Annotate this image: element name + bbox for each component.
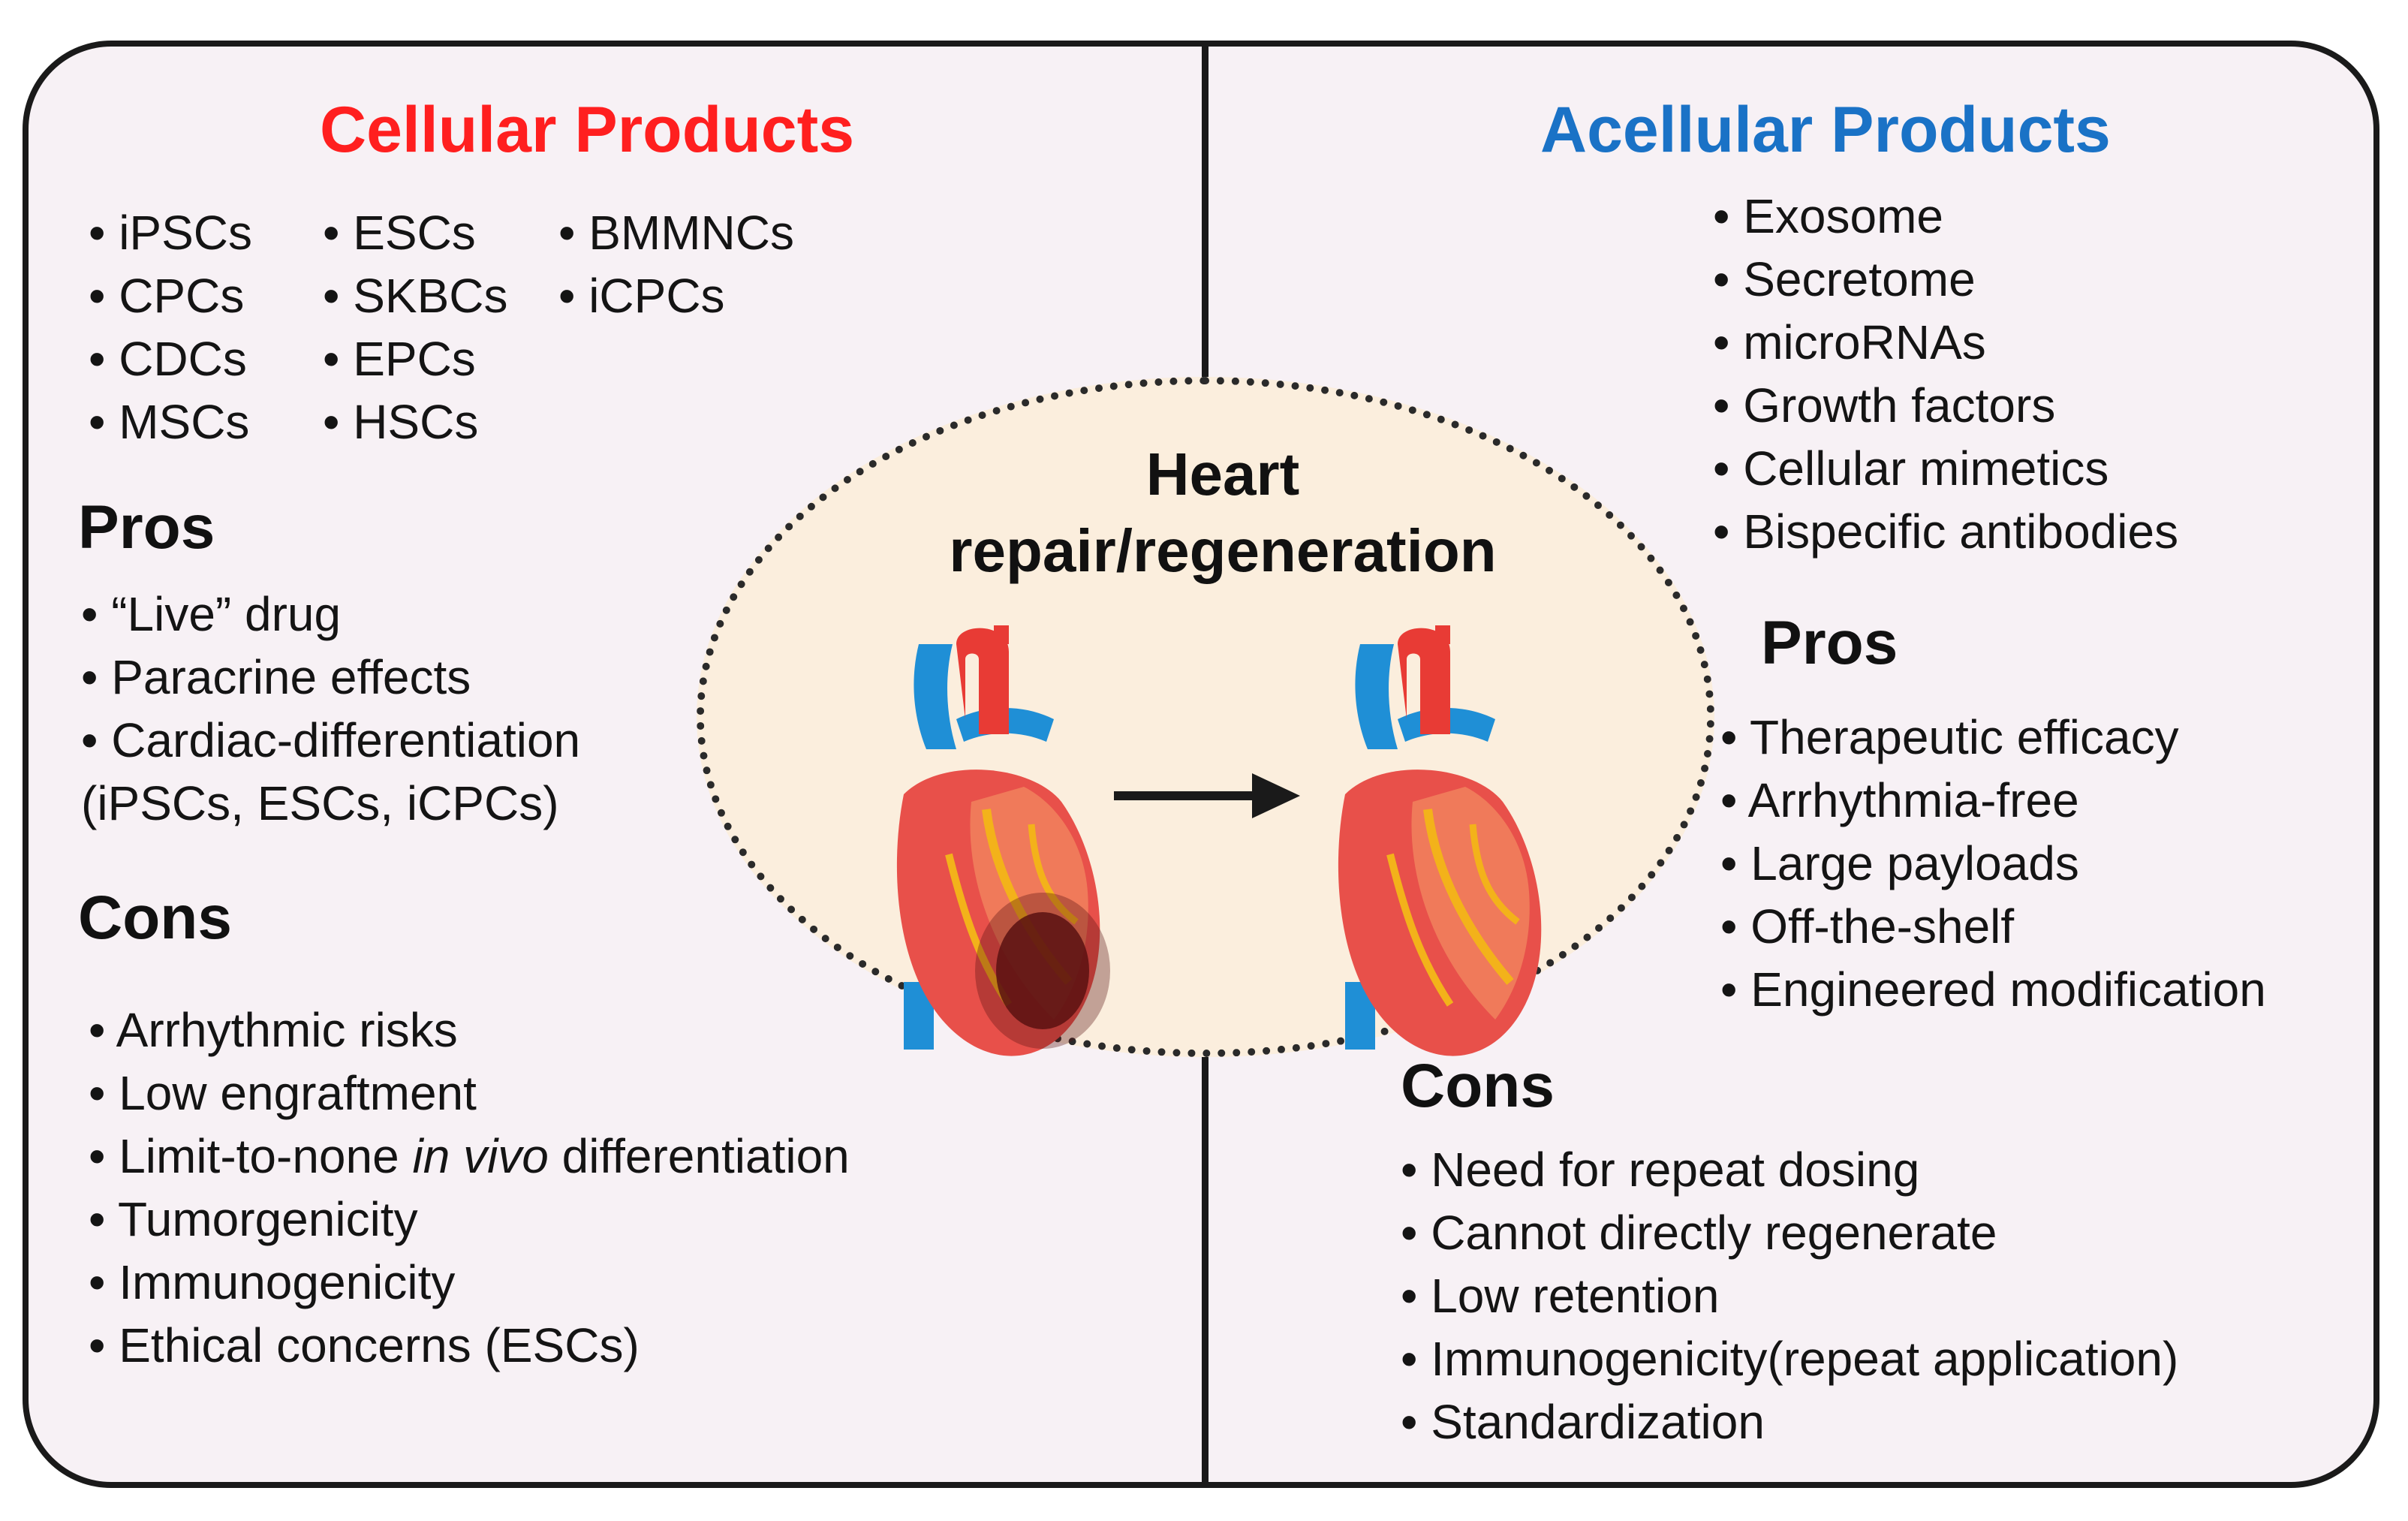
list-item: • Engineered modification	[1720, 962, 2266, 1017]
cell-type-list-col3: • BMMNCs • iCPCs	[558, 201, 794, 327]
list-item: • Cellular mimetics	[1713, 441, 2109, 495]
cellular-cons-heading: Cons	[78, 884, 232, 952]
list-item: • Bispecific antibodies	[1713, 504, 2179, 559]
cellular-pros-list: • “Live” drug • Paracrine effects • Card…	[81, 583, 580, 835]
list-item: • iCPCs	[558, 269, 725, 323]
list-item: • Therapeutic efficacy	[1720, 710, 2179, 764]
cellular-cons-list: • Arrhythmic risks • Low engraftment • L…	[89, 998, 850, 1377]
list-item: • ESCs	[323, 206, 476, 260]
list-item: • “Live” drug	[81, 587, 342, 641]
acellular-products-list: • Exosome • Secretome • microRNAs • Grow…	[1713, 185, 2178, 563]
list-item: • Arrhythmic risks	[89, 1003, 458, 1057]
list-item: • Tumorgenicity	[89, 1192, 418, 1246]
list-item: • Paracrine effects	[81, 650, 471, 704]
cell-type-list-col2: • ESCs • SKBCs • EPCs • HSCs	[323, 201, 507, 453]
acellular-cons-heading: Cons	[1401, 1052, 1555, 1120]
pros-note: (iPSCs, ESCs, iCPCs)	[81, 776, 559, 830]
center-ellipse	[697, 377, 1714, 1057]
right-arrow-icon	[1114, 773, 1300, 818]
list-item: • Arrhythmia-free	[1720, 773, 2079, 827]
list-item: • Secretome	[1713, 252, 1976, 306]
list-item: • HSCs	[323, 395, 479, 449]
list-item: • microRNAs	[1713, 315, 1986, 369]
list-item: • Growth factors	[1713, 378, 2056, 432]
center-title-line2: repair/regeneration	[949, 517, 1497, 584]
list-item: • Cannot directly regenerate	[1401, 1206, 1997, 1260]
acellular-pros-list: • Therapeutic efficacy • Arrhythmia-free…	[1720, 706, 2266, 1021]
cell-type-list-col1: • iPSCs • CPCs • CDCs • MSCs	[89, 201, 252, 453]
list-item: • MSCs	[89, 395, 250, 449]
list-item: • Cardiac-differentiation	[81, 713, 581, 767]
list-item: • EPCs	[323, 332, 476, 386]
damaged-heart-icon	[897, 625, 1110, 1056]
list-item: • Large payloads	[1720, 836, 2079, 890]
cellular-pros-heading: Pros	[78, 493, 215, 562]
list-item: • Off-the-shelf	[1720, 899, 2015, 953]
acellular-pros-heading: Pros	[1761, 609, 1898, 677]
list-item: • Need for repeat dosing	[1401, 1143, 1920, 1197]
list-item: • iPSCs	[89, 206, 252, 260]
list-item: • Low retention	[1401, 1269, 1720, 1323]
list-item: • BMMNCs	[558, 206, 794, 260]
list-item: • CDCs	[89, 332, 247, 386]
list-item: • Exosome	[1713, 189, 1943, 243]
center-title-line1: Heart	[1145, 441, 1300, 508]
list-item: • CPCs	[89, 269, 245, 323]
list-item: • Immunogenicity(repeat application)	[1401, 1332, 2179, 1386]
acellular-cons-list: • Need for repeat dosing • Cannot direct…	[1401, 1138, 2178, 1453]
list-item: • SKBCs	[323, 269, 508, 323]
list-item: • Standardization	[1401, 1395, 1765, 1449]
list-item: • Low engraftment	[89, 1066, 477, 1120]
list-item: • Immunogenicity	[89, 1255, 456, 1309]
healthy-heart-icon	[1338, 625, 1541, 1056]
cellular-title: Cellular Products	[320, 94, 855, 166]
acellular-title: Acellular Products	[1540, 94, 2111, 166]
list-item: • Limit-to-none in vivo differentiation	[89, 1129, 850, 1183]
list-item: • Ethical concerns (ESCs)	[89, 1318, 640, 1372]
